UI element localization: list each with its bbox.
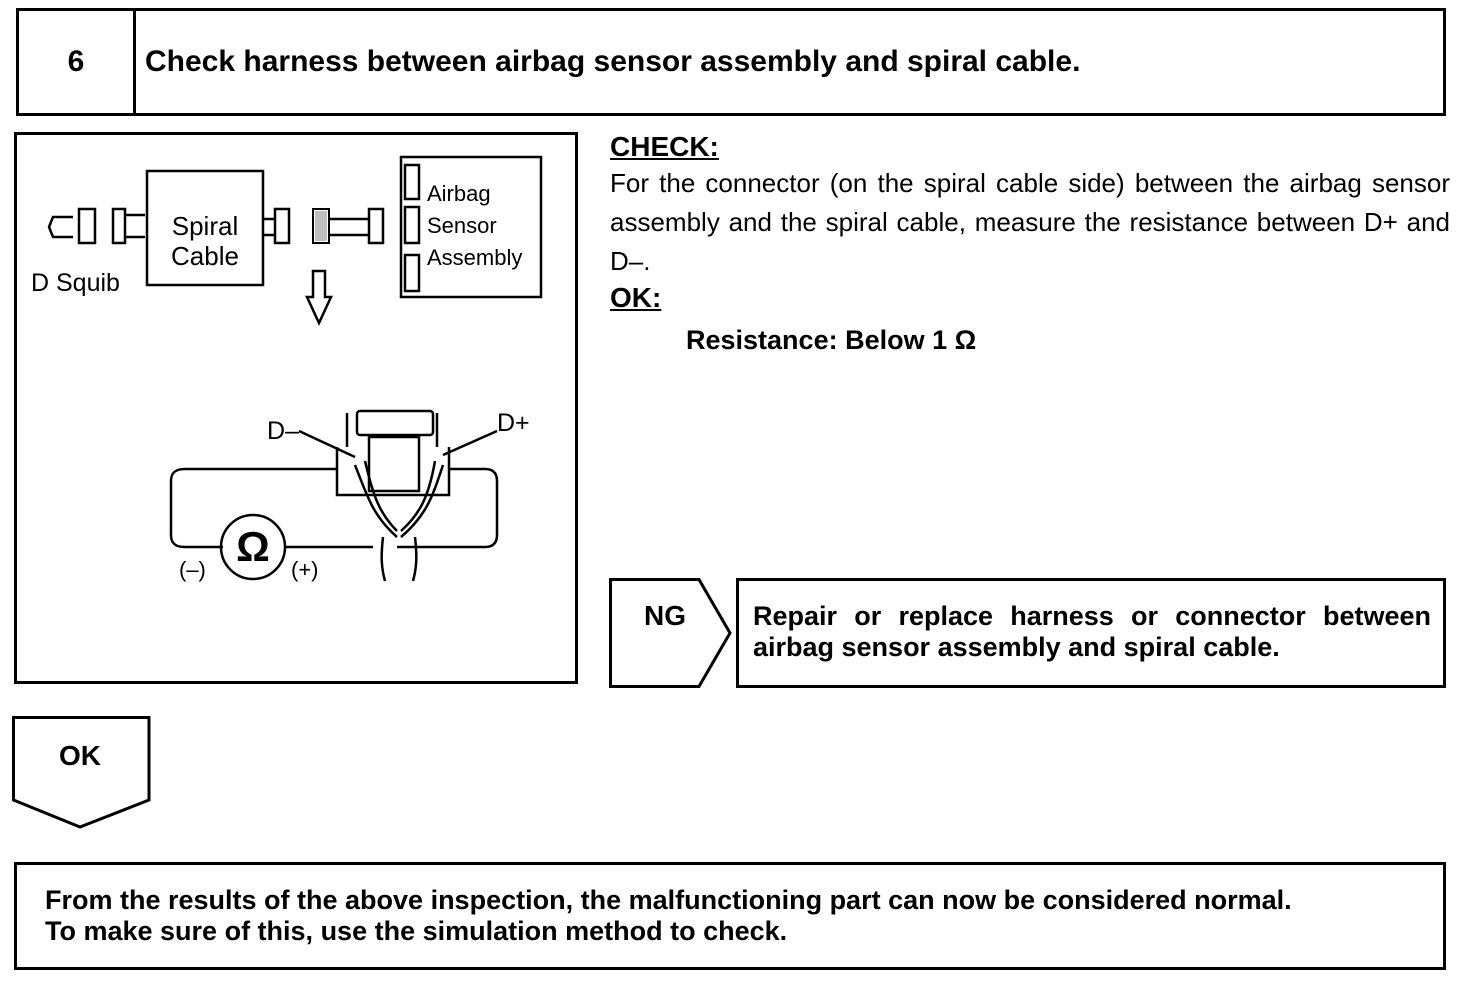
probe-negative-label: (–) [179,557,206,582]
spiral-cable-label-1: Spiral [172,211,238,241]
d-squib-label: D Squib [31,269,120,297]
probe-positive-label: (+) [291,557,319,582]
d-minus-label: D– [267,417,299,445]
hatched-connector [312,208,330,244]
ng-arrow-shape [609,578,732,688]
step-number: 6 [19,11,136,113]
step-header: 6 Check harness between airbag sensor as… [16,8,1446,116]
check-heading: CHECK: [610,131,719,162]
ok-spec: Resistance: Below 1 Ω [686,325,977,355]
ok-label: OK [59,740,101,771]
sensor-label-2: Sensor [427,213,497,238]
down-arrow-icon [305,269,333,326]
result-line-1: From the results of the above inspection… [45,885,1292,915]
ok-tag: OK [12,716,152,830]
ohm-icon: Ω [236,523,270,570]
sensor-label-3: Assembly [427,245,522,270]
result-box: From the results of the above inspection… [14,862,1446,970]
sensor-box [399,155,543,299]
result-text: From the results of the above inspection… [45,885,1423,947]
sensor-label-1: Airbag [427,181,491,206]
ng-action-text: Repair or replace harness or connector b… [753,601,1431,662]
check-section: CHECK: For the connector (on the spiral … [610,130,1450,361]
ok-arrow-shape [12,716,151,829]
diagram-drawing: Spiral Cable D Squib Airbag Sensor Assem… [31,155,543,582]
squib-plug [47,215,73,239]
ng-label: NG [644,600,686,631]
spiral-cable-box [145,169,265,287]
step-title: Check harness between airbag sensor asse… [145,45,1081,78]
ng-tag: NG [609,578,733,688]
cable-connector-right [273,207,291,245]
d-plus-label: D+ [497,409,530,437]
sensor-connector [367,207,385,245]
connector-body [335,447,451,497]
spiral-cable-label-2: Cable [171,241,239,271]
result-line-2: To make sure of this, use the simulation… [45,916,788,946]
squib-connector [77,207,97,245]
cable-connector-left [111,207,127,245]
ok-heading: OK: [610,282,662,313]
check-instructions: For the connector (on the spiral cable s… [610,168,1450,276]
wiring-diagram: Spiral Cable D Squib Airbag Sensor Assem… [14,132,578,684]
ng-action-box: Repair or replace harness or connector b… [736,578,1446,688]
